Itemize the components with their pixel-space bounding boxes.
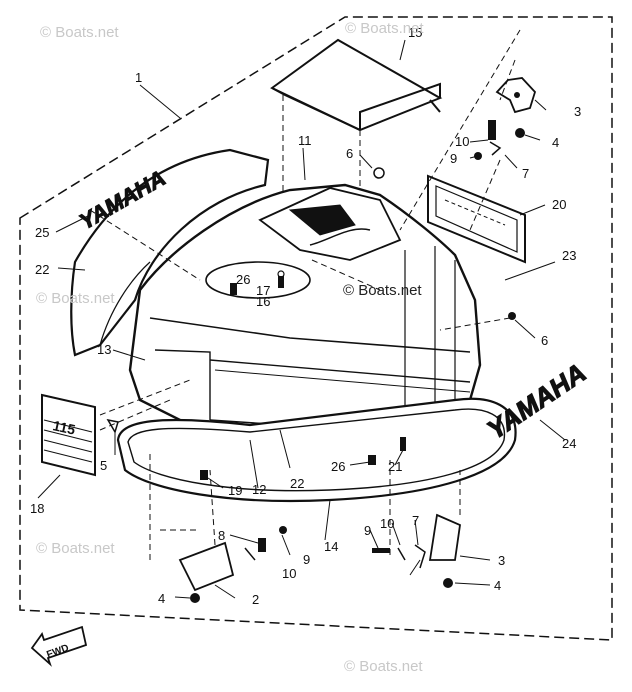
- callout-8: 8: [218, 528, 225, 543]
- side-yamaha-decal: YAMAHA: [482, 357, 592, 445]
- callout-2: 2: [252, 592, 259, 607]
- callout-1: 1: [135, 70, 142, 85]
- callout-15: 15: [408, 25, 422, 40]
- cowling-seal-ring: [116, 397, 517, 503]
- watermark-top-left: © Boats.net: [40, 24, 119, 41]
- callout-17: 17: [256, 283, 270, 298]
- front-decal-plate: 115: [41, 393, 96, 477]
- callout-24: 24: [562, 436, 576, 451]
- upper-bracket-part: [474, 77, 537, 160]
- callout-11: 11: [298, 133, 312, 148]
- callout-lines: [37, 39, 566, 599]
- callout-6-top: 6: [346, 146, 353, 161]
- callout-23: 23: [562, 248, 576, 263]
- lower-left-bracket-part: [178, 526, 287, 603]
- callout-12: 12: [252, 482, 266, 497]
- callout-25: 25: [35, 225, 49, 240]
- callout-16: 16: [256, 294, 270, 309]
- leader-lines: [89, 29, 521, 560]
- callout-10-top: 10: [455, 134, 469, 149]
- callout-20: 20: [552, 197, 566, 212]
- callout-9-bottom-left: 9: [303, 552, 310, 567]
- rear-decal-panel: [427, 174, 526, 264]
- callout-9-top: 9: [450, 151, 457, 166]
- front-decal-text: 115: [51, 417, 77, 437]
- side-panel-part: [70, 148, 270, 357]
- watermark-top-center: © Boats.net: [345, 20, 424, 37]
- small-hardware: [106, 167, 516, 480]
- callout-3-bottom: 3: [498, 553, 505, 568]
- callout-10-bottom-right: 10: [380, 516, 394, 531]
- callout-22-left: 22: [35, 262, 49, 277]
- callout-19: 19: [228, 483, 242, 498]
- callout-4-top: 4: [552, 135, 559, 150]
- callout-21: 21: [388, 459, 402, 474]
- watermark-bottom-right: © Boats.net: [344, 658, 423, 675]
- callout-7-bottom: 7: [412, 513, 419, 528]
- callout-14: 14: [324, 539, 338, 554]
- callout-4-bottom-left: 4: [158, 591, 165, 606]
- callout-3-top: 3: [574, 104, 581, 119]
- callout-6-right: 6: [541, 333, 548, 348]
- callout-4-bottom-right: 4: [494, 578, 501, 593]
- callout-7-top: 7: [522, 166, 529, 181]
- forward-arrow: FWD: [30, 625, 88, 667]
- lower-right-bracket-part: [372, 513, 461, 588]
- callout-10-bottom-left: 10: [282, 566, 296, 581]
- top-cap-part: [270, 38, 443, 250]
- watermark-bottom-left: © Boats.net: [36, 540, 115, 557]
- watermark-center: © Boats.net: [343, 282, 422, 299]
- assembly-boundary: [19, 16, 613, 641]
- callout-9-bottom-right: 9: [364, 523, 371, 538]
- callout-22-center: 22: [290, 476, 304, 491]
- callout-26-top: 26: [236, 272, 250, 287]
- callout-26-bottom: 26: [331, 459, 345, 474]
- callout-numbers: 1 15 11 6 3 4 10 9 7 20 23 6 25 22 26 17…: [30, 25, 581, 607]
- callout-18: 18: [30, 501, 44, 516]
- watermark-mid-left: © Boats.net: [36, 290, 115, 307]
- callout-5: 5: [100, 458, 107, 473]
- callout-13: 13: [97, 342, 111, 357]
